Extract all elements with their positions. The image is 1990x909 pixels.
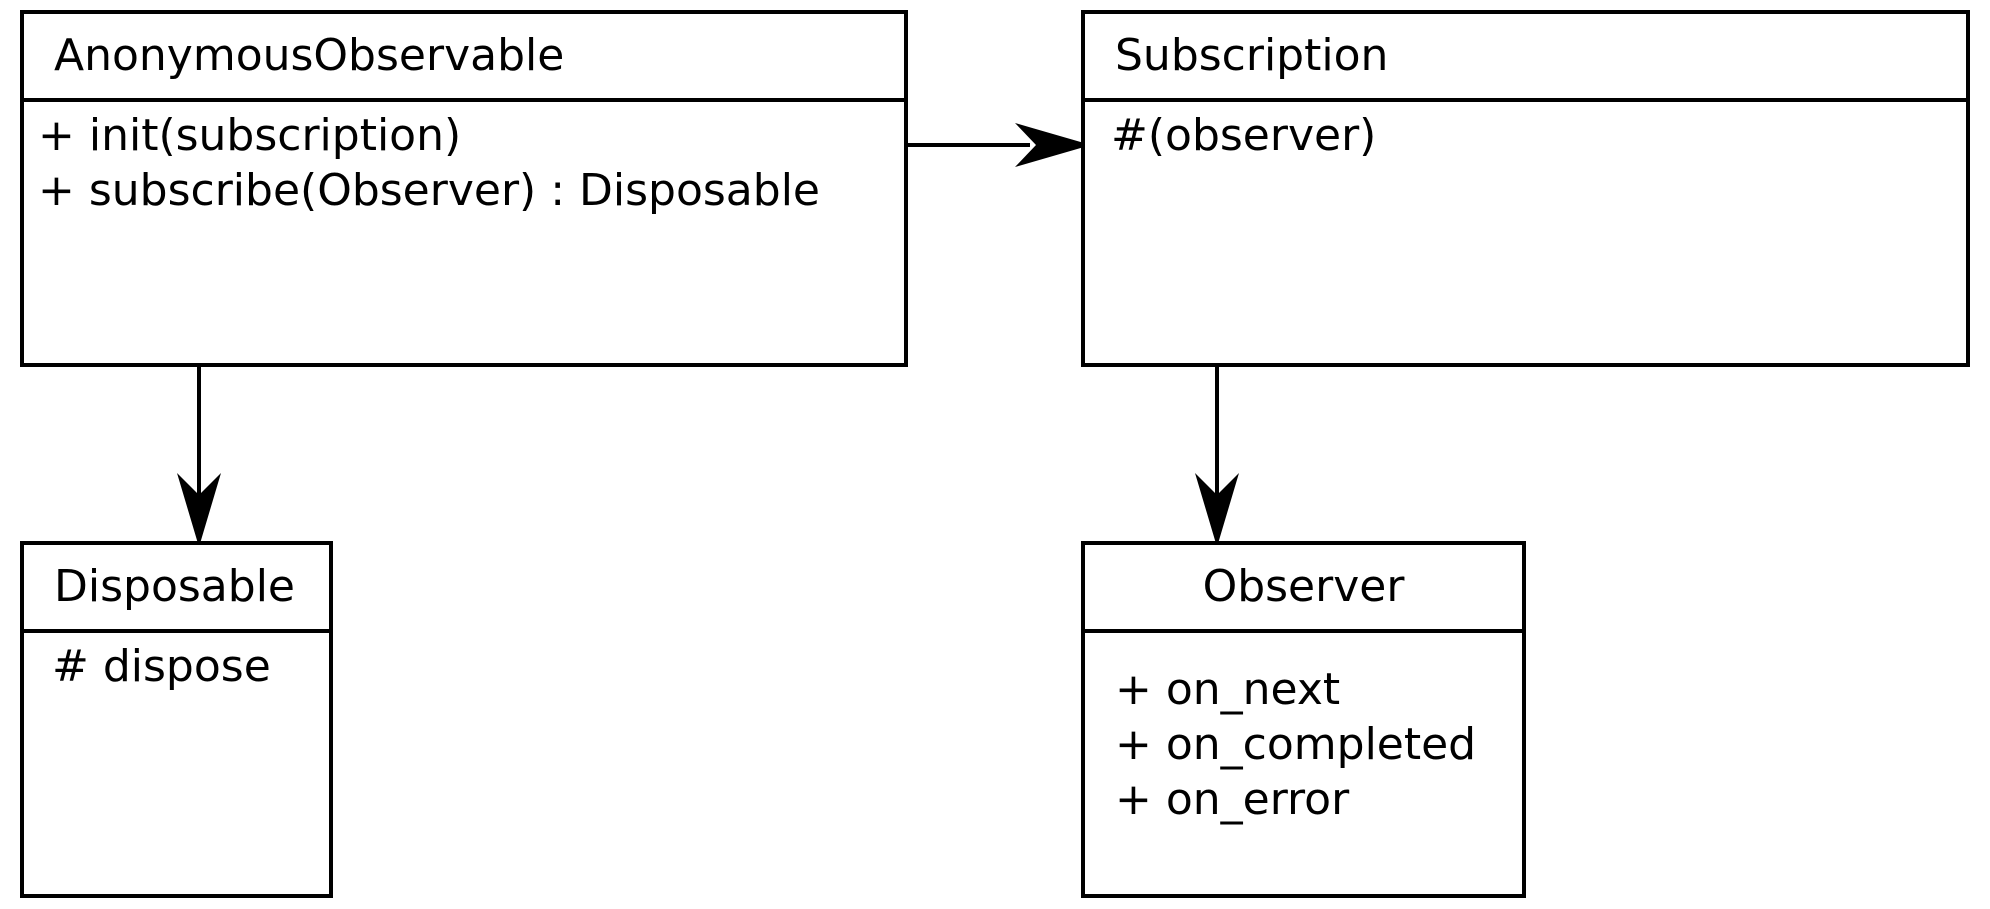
class-name: AnonymousObservable — [24, 14, 904, 102]
member-list: # dispose — [24, 633, 329, 694]
member-list: #(observer) — [1085, 102, 1966, 163]
class-anonymousobservable: AnonymousObservable + init(subscription)… — [20, 10, 908, 367]
class-observer: Observer + on_next + on_completed + on_e… — [1081, 541, 1526, 898]
method-on-error: + on_error — [1115, 774, 1350, 825]
class-subscription: Subscription #(observer) — [1081, 10, 1970, 367]
member-list: + init(subscription) + subscribe(Observe… — [24, 102, 904, 218]
method-on-completed: + on_completed — [1115, 719, 1477, 770]
class-name: Disposable — [24, 545, 329, 633]
class-name: Observer — [1085, 545, 1522, 633]
member-observer: #(observer) — [1111, 110, 1377, 161]
class-name: Subscription — [1085, 14, 1966, 102]
arrowhead-to-observer — [1195, 473, 1239, 547]
method-init: + init(subscription) — [38, 110, 462, 161]
method-subscribe: + subscribe(Observer) : Disposable — [38, 165, 820, 216]
method-on-next: + on_next — [1115, 664, 1341, 715]
arrowhead-to-subscription — [1015, 123, 1091, 167]
class-disposable: Disposable # dispose — [20, 541, 333, 898]
arrowhead-to-disposable — [177, 473, 221, 547]
method-dispose: # dispose — [52, 641, 271, 692]
member-list: + on_next + on_completed + on_error — [1085, 633, 1522, 827]
